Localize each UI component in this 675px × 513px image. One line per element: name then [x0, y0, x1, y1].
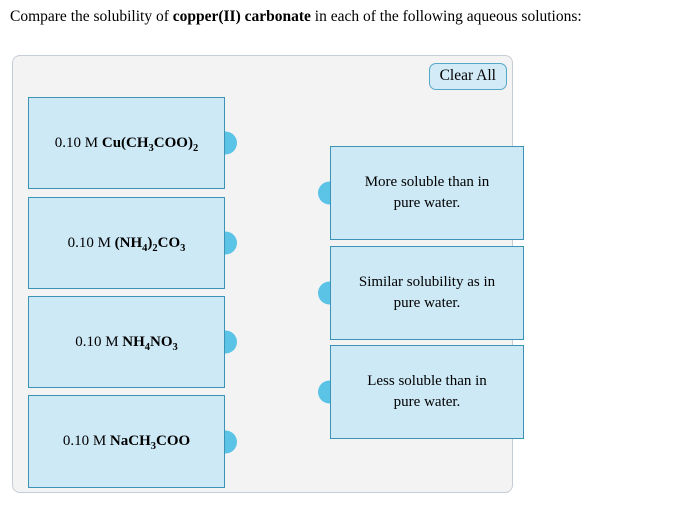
answer-box-similar-solubility[interactable]: Similar solubility as in pure water.: [318, 246, 524, 340]
concentration-text: 0.10 M: [67, 234, 115, 251]
concentration-text: 0.10 M: [54, 134, 102, 151]
title-text-prefix: Compare the solubility of: [10, 8, 173, 25]
choice-label: 0.10 M (NH4)2CO3: [68, 233, 186, 254]
connector-handle[interactable]: [318, 281, 330, 305]
chemical-formula: Cu(CH3COO)2: [101, 134, 199, 154]
connector-handle[interactable]: [225, 330, 237, 354]
answer-label: Similar solubility as in pure water.: [358, 274, 496, 311]
chemical-formula: (NH4)2CO3: [114, 234, 186, 254]
connector-handle[interactable]: [225, 430, 237, 453]
answer-box-less-soluble[interactable]: Less soluble than in pure water.: [318, 345, 524, 439]
answer-label: Less soluble than in pure water.: [367, 373, 487, 410]
clear-all-button[interactable]: Clear All: [428, 63, 507, 90]
choice-box-ammonium-carbonate[interactable]: 0.10 M (NH4)2CO3: [28, 197, 237, 289]
connector-handle[interactable]: [225, 131, 237, 155]
answer-box-more-soluble[interactable]: More soluble than in pure water.: [318, 146, 524, 240]
choice-label: 0.10 M NaCH3COO: [63, 431, 190, 452]
choice-box-ammonium-nitrate[interactable]: 0.10 M NH4NO3: [28, 296, 237, 388]
connector-handle[interactable]: [318, 380, 330, 404]
concentration-text: 0.10 M: [62, 433, 110, 449]
choice-label: 0.10 M Cu(CH3COO)2: [55, 133, 198, 154]
choice-box-sodium-acetate[interactable]: 0.10 M NaCH3COO: [28, 395, 237, 488]
answer-label: More soluble than in pure water.: [364, 174, 490, 211]
chemical-formula: NaCH3COO: [109, 433, 191, 452]
chemical-formula: NH4NO3: [122, 333, 178, 353]
connector-handle[interactable]: [225, 231, 237, 255]
question-title: Compare the solubility of copper(II) car…: [10, 7, 582, 27]
title-compound-name: copper(II) carbonate: [172, 8, 311, 25]
title-text-suffix: in each of the following aqueous solutio…: [310, 8, 582, 25]
concentration-text: 0.10 M: [75, 333, 123, 350]
choice-label: 0.10 M NH4NO3: [75, 332, 178, 353]
connector-handle[interactable]: [318, 181, 330, 205]
matching-panel: Clear All 0.10 M Cu(CH3COO)2 0.10 M (NH4…: [12, 55, 524, 493]
choice-box-cu-acetate[interactable]: 0.10 M Cu(CH3COO)2: [28, 97, 237, 189]
